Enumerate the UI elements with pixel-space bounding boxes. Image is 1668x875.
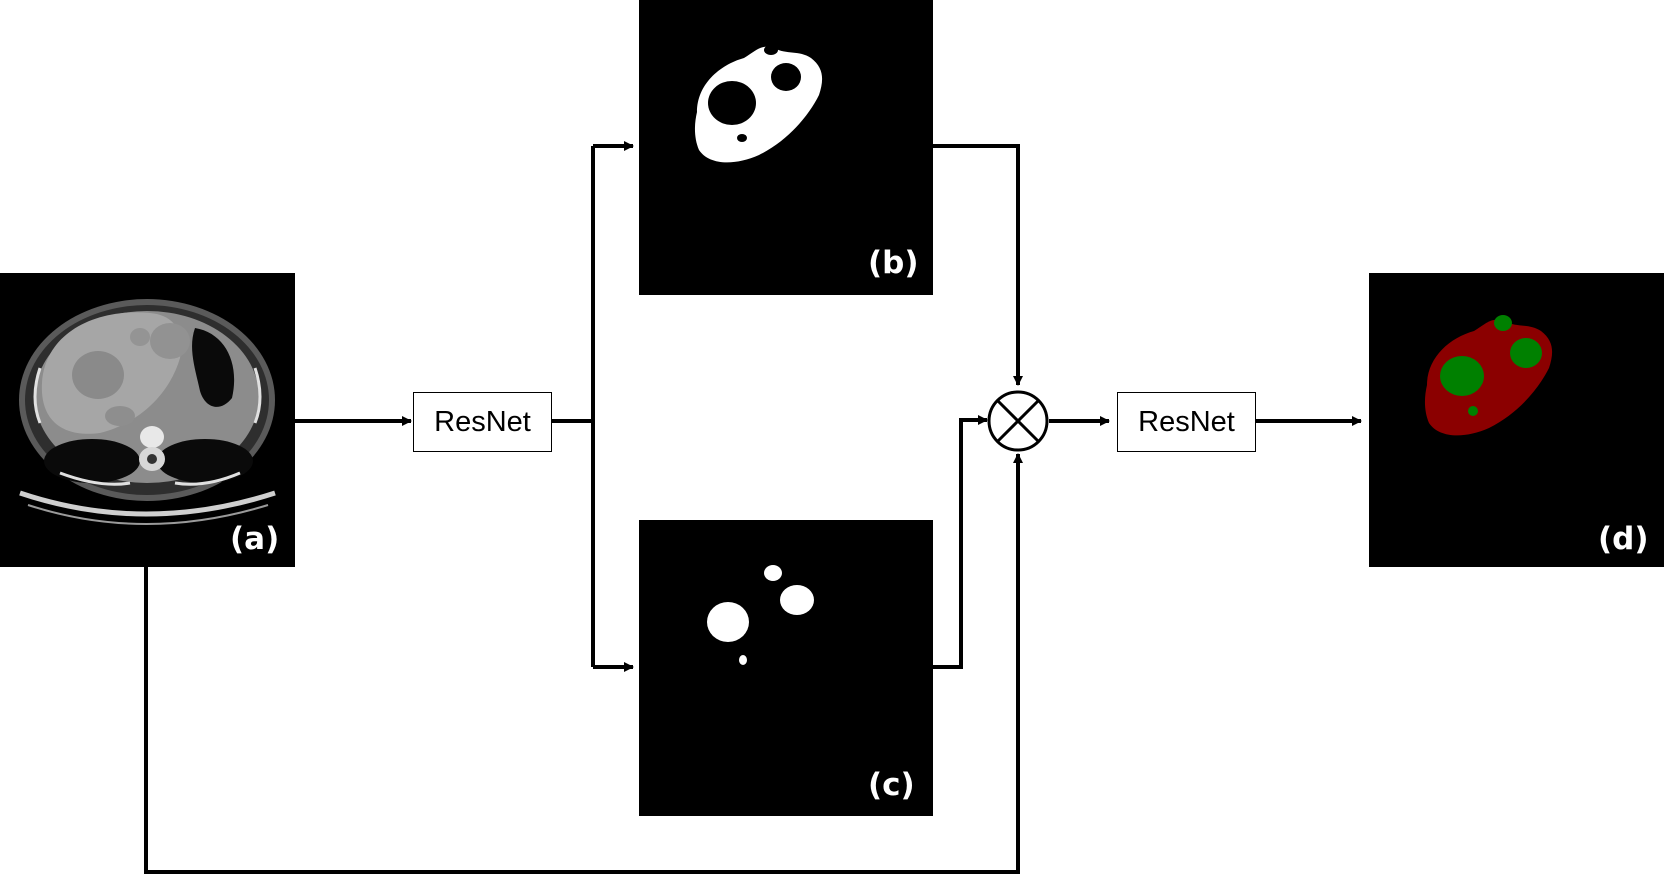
panel-c-tumor-mask: (c) — [639, 520, 933, 816]
panel-d-label: (d) — [1598, 521, 1649, 557]
panel-a-label: (a) — [230, 521, 280, 557]
liver-mask-image — [694, 45, 823, 163]
ct-scan-image — [19, 299, 276, 525]
panel-a-ct-image: (a) — [0, 273, 295, 567]
panel-b-label: (b) — [868, 245, 919, 281]
multiply-circle-icon — [987, 390, 1049, 452]
tumor-mask-image — [707, 565, 814, 665]
resnet-block-1: ResNet — [413, 392, 552, 452]
panel-c-label: (c) — [868, 767, 915, 803]
panel-b-liver-mask: (b) — [639, 0, 933, 295]
panel-d-segmentation: (d) — [1369, 273, 1664, 567]
arrow-b-to-multiplier — [933, 144, 1023, 386]
arrow-c-to-multiplier — [933, 415, 988, 669]
resnet-block-2: ResNet — [1117, 392, 1256, 452]
arrow-a-skip-to-multiplier — [144, 453, 1023, 874]
segmentation-result-image — [1424, 315, 1553, 436]
